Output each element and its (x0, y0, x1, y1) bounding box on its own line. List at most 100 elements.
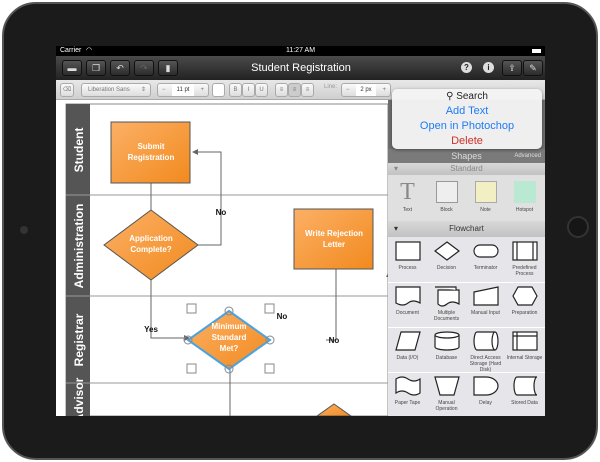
trash-icon[interactable]: ▮ (158, 60, 178, 76)
section-flowchart[interactable]: ▾ Flowchart (388, 221, 545, 237)
line-label: Line: (324, 84, 338, 90)
folder-icon[interactable]: ▬ (62, 60, 82, 76)
flowchart-shape[interactable]: Document (388, 284, 427, 316)
diagram-canvas[interactable]: Student Administration Registrar Advisor… (56, 100, 388, 416)
label: Text (402, 207, 413, 213)
label: Database (435, 355, 458, 361)
search-icon: ⚲ (446, 91, 457, 102)
flowchart-shape[interactable]: Manual Operation (427, 374, 466, 412)
menu-add-text[interactable]: Add Text (445, 105, 489, 117)
search-button[interactable]: ⚲ Search (392, 89, 542, 104)
label: Predefined Process (512, 265, 537, 277)
flowchart-shape[interactable]: Preparation (505, 284, 544, 316)
shape-block[interactable]: Block (427, 179, 466, 213)
shape-icon (394, 331, 421, 351)
pencil-icon[interactable]: ✎ (523, 60, 543, 76)
shape-minimum-standard-selected[interactable] (186, 309, 272, 371)
shape-application-complete[interactable] (103, 209, 199, 281)
menu-delete[interactable]: Delete (451, 135, 483, 147)
line-width-stepper[interactable]: −2 px + (341, 83, 391, 97)
home-button[interactable] (567, 216, 589, 238)
title-bar: ▬ ❐ ↶ ↷ ▮ Student Registration ? i ⇪ ✎ (56, 56, 545, 80)
eraser-icon[interactable]: ⌫ (60, 83, 74, 97)
flowchart-shape[interactable]: Terminator (466, 239, 505, 271)
shape-icon (433, 241, 460, 261)
updown-icon: ⇕ (140, 87, 146, 93)
divider (388, 372, 545, 373)
italic-button[interactable]: I (242, 83, 255, 97)
shape-icon (511, 241, 538, 261)
align-left-icon[interactable]: ≡ (275, 83, 288, 97)
text: Application (129, 234, 173, 243)
divider (388, 282, 545, 283)
flowchart-shape[interactable]: Stored Data (505, 374, 544, 406)
collapse-icon: ▾ (394, 224, 399, 233)
shape-hotspot[interactable]: Hotspot (505, 179, 544, 213)
battery-icon (532, 49, 541, 53)
font-value: Liberation Sans (88, 87, 130, 93)
label: Terminator (473, 265, 498, 271)
menu-open-photoshop[interactable]: Open in Photochop (419, 120, 515, 132)
bold-button[interactable]: B (229, 83, 242, 97)
label: Note (480, 207, 491, 213)
shape-submit-registration[interactable] (110, 121, 191, 184)
align-center-icon[interactable]: ≡ (288, 83, 301, 97)
lane-student: Student (72, 128, 86, 173)
label: Process (398, 265, 417, 271)
underline-button[interactable]: U (255, 83, 268, 97)
font-select[interactable]: Liberation Sans ⇕ (81, 83, 151, 97)
share-icon[interactable]: ⇪ (502, 60, 522, 76)
flowchart-shape[interactable]: Manual Input (466, 284, 505, 316)
flowchart-shape[interactable]: Data (I/O) (388, 329, 427, 361)
label: Direct Access Storage (Hard Disk) (469, 355, 502, 373)
flowchart-shape[interactable]: Database (427, 329, 466, 361)
help-icon[interactable]: ? (461, 62, 472, 73)
shape-advisor-decision[interactable] (316, 403, 352, 416)
shape-icon (394, 241, 421, 261)
increase[interactable]: + (200, 87, 204, 93)
flowchart-shape[interactable]: Internal Storage (505, 329, 544, 361)
label: Manual Operation (435, 400, 458, 412)
text-color-swatch[interactable] (212, 83, 225, 97)
redo-icon[interactable]: ↷ (134, 60, 154, 76)
wifi-icon: ◠ (86, 47, 93, 54)
decrease[interactable]: − (162, 87, 166, 93)
section-standard[interactable]: ▾Standard (388, 163, 545, 175)
shape-note[interactable]: Note (466, 179, 505, 213)
flowchart-shape[interactable]: Multiple Documents (427, 284, 466, 322)
shape-icon (433, 331, 460, 351)
font-size-value[interactable]: 11 pt (172, 84, 194, 96)
label: Document (396, 310, 419, 316)
flowchart-shape[interactable]: Process (388, 239, 427, 271)
label: Data (I/O) (396, 355, 419, 361)
flowchart-shape[interactable]: Paper Tape (388, 374, 427, 406)
text: Submit (137, 142, 164, 151)
selection-handles[interactable] (183, 303, 275, 374)
text: Minimum (211, 322, 246, 331)
info-icon[interactable]: i (483, 62, 494, 73)
label: Stored Data (511, 400, 538, 406)
flowchart-shape[interactable]: Decision (427, 239, 466, 271)
line-width-value[interactable]: 2 px (356, 84, 376, 96)
pages-icon[interactable]: ❐ (86, 60, 106, 76)
flowchart-shape[interactable]: Predefined Process (505, 239, 544, 277)
decrease[interactable]: − (346, 87, 350, 93)
flowchart-shape[interactable]: Delay (466, 374, 505, 406)
shape-icon (512, 376, 537, 396)
flowchart-shape[interactable]: Direct Access Storage (Hard Disk) (466, 329, 505, 373)
increase[interactable]: + (382, 87, 386, 93)
shape-icon (511, 286, 538, 306)
align-right-icon[interactable]: ≡ (301, 83, 314, 97)
shape-write-rejection-letter[interactable] (293, 208, 374, 270)
carrier: Carrier (60, 47, 82, 54)
lane-registrar: Registrar (72, 313, 86, 366)
context-menu: ⚲ Search Add Text Open in Photochop Dele… (392, 89, 542, 149)
panel-title: Shapes (451, 151, 482, 161)
advanced-button[interactable]: Advanced (514, 153, 541, 159)
font-size-stepper[interactable]: −11 pt + (157, 83, 209, 97)
undo-icon[interactable]: ↶ (110, 60, 130, 76)
section-label: Flowchart (449, 224, 484, 233)
collapse-icon: ▾ (394, 164, 399, 173)
